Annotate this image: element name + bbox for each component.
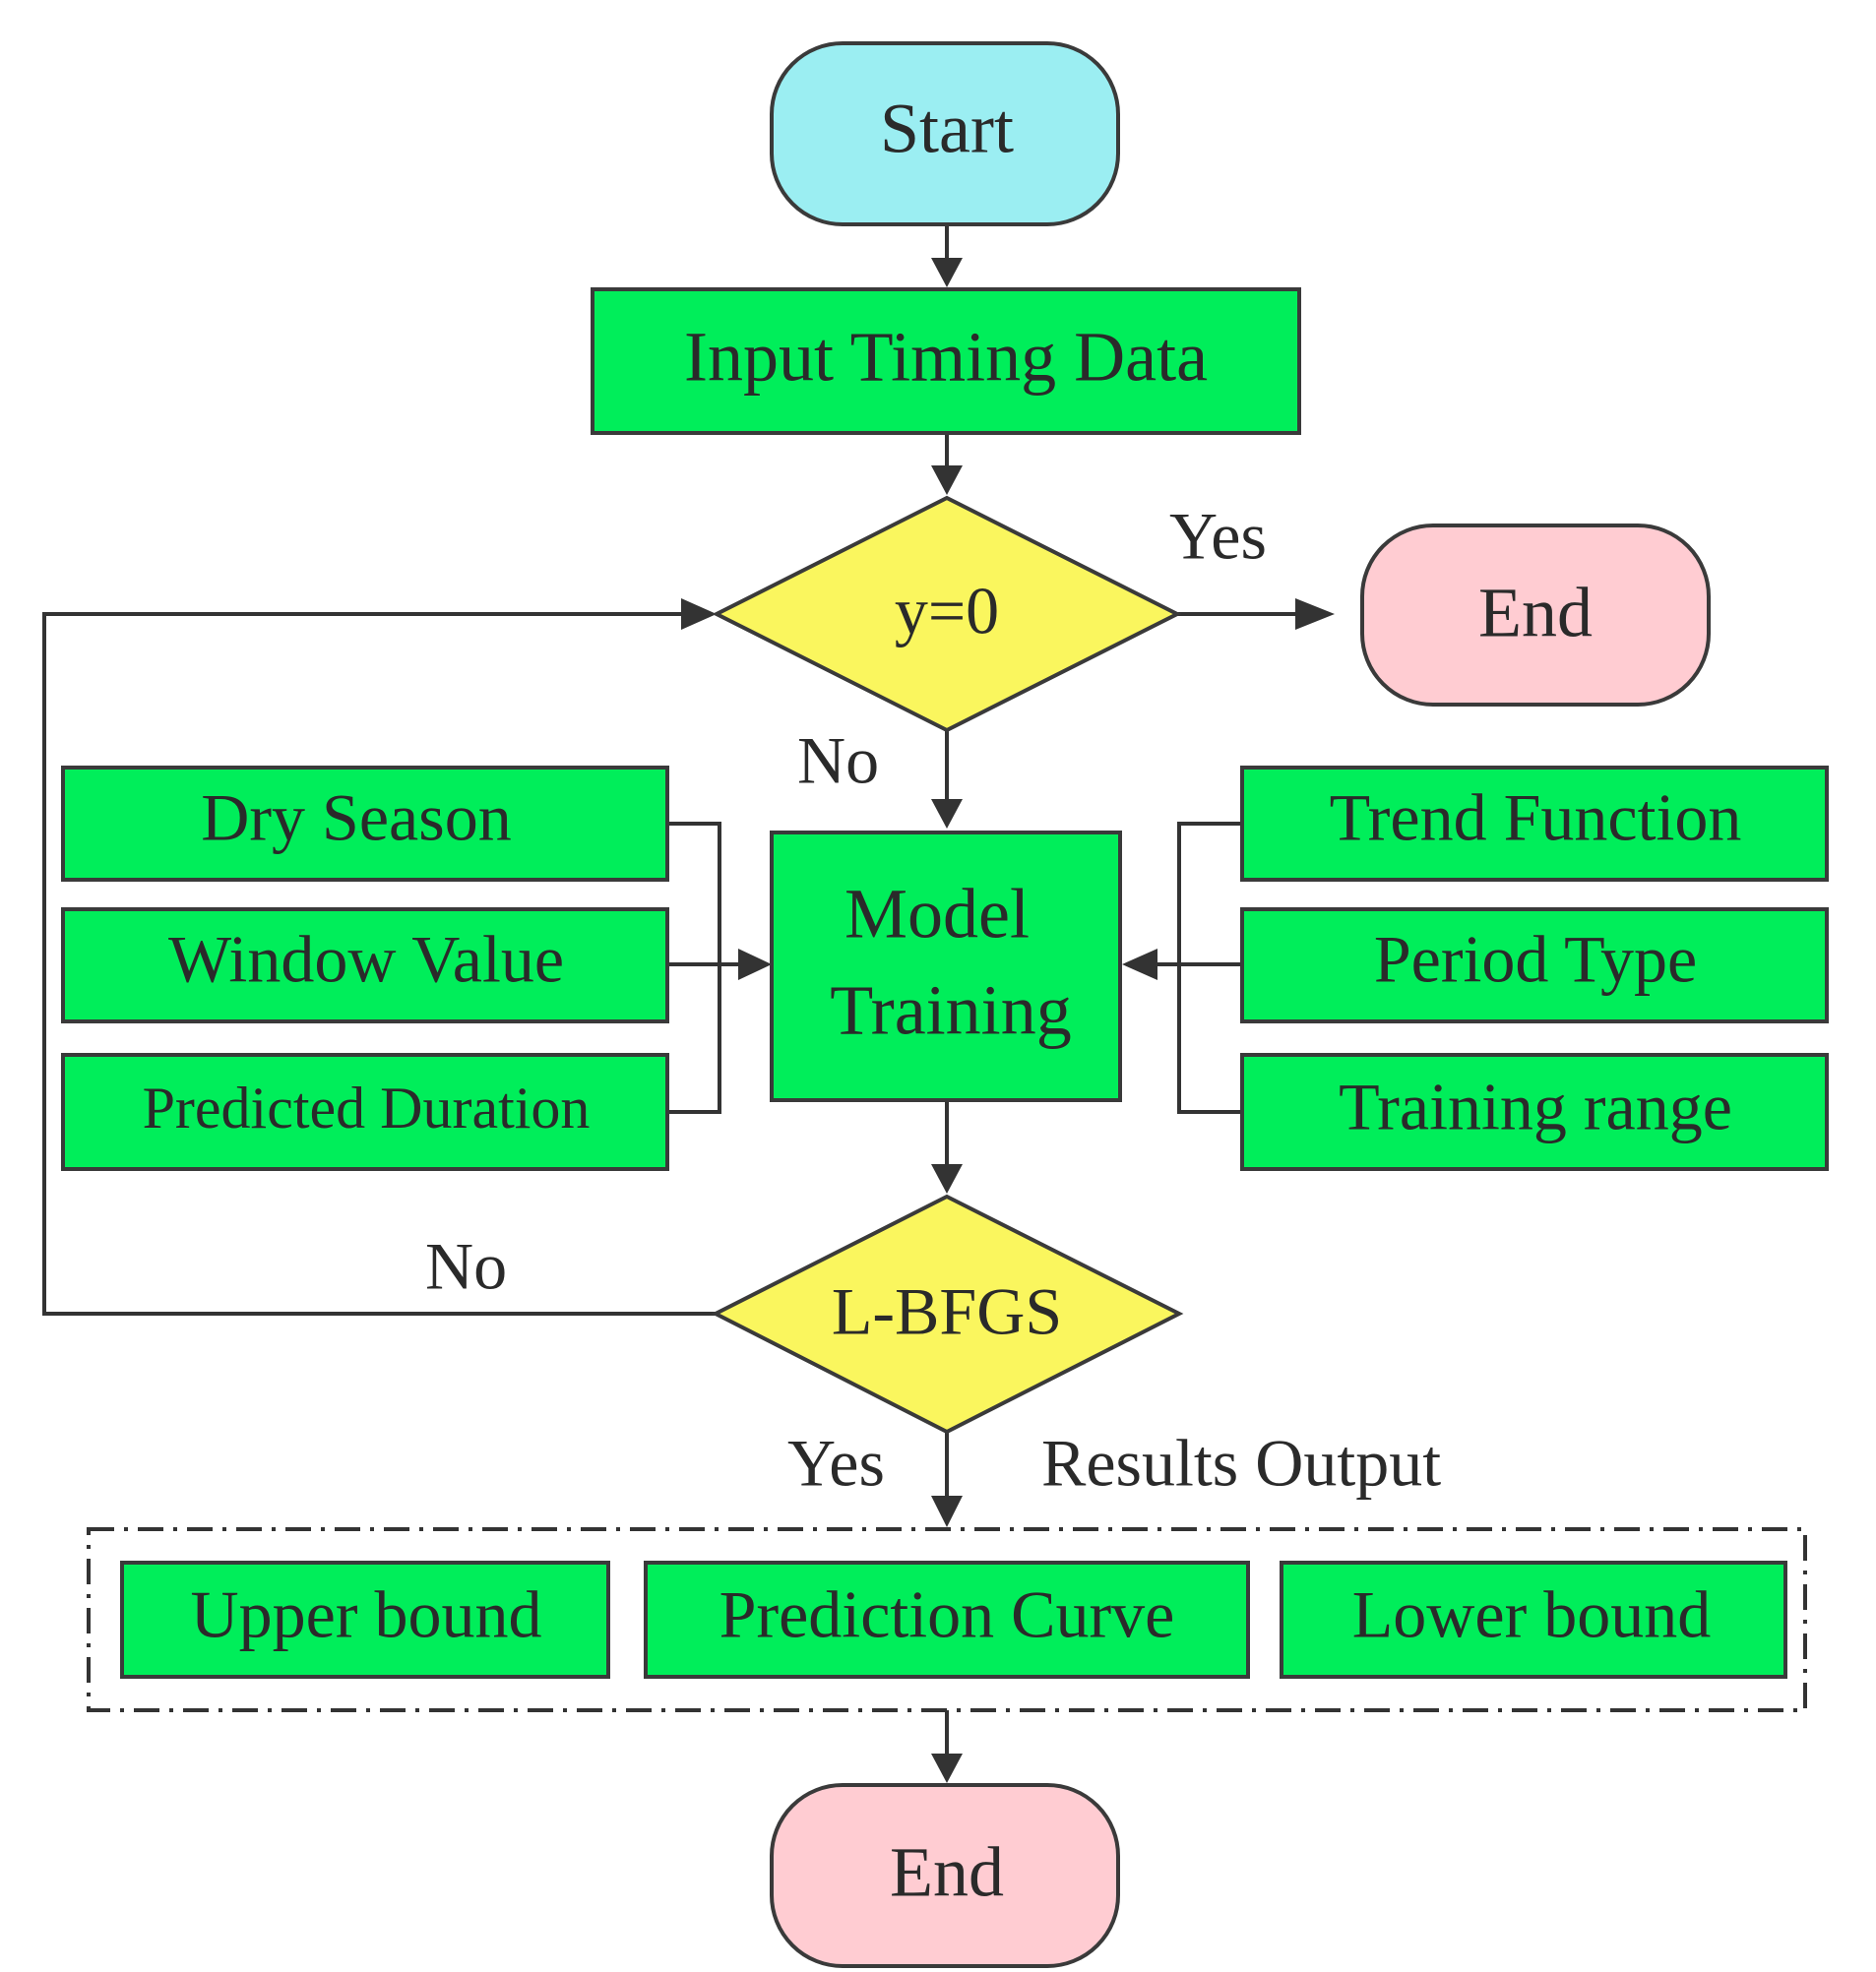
- trend-function-shape: [1240, 766, 1829, 882]
- decision2-no-label: No: [425, 1229, 507, 1304]
- end-top-label: End: [1478, 574, 1593, 652]
- window-value-label: Window Value: [168, 922, 564, 997]
- dry-season-label: Dry Season: [201, 780, 511, 855]
- results-group-border: [87, 1527, 1807, 1712]
- model-training-label-line2: Training: [830, 971, 1071, 1050]
- upper-bound-node: Upper bound: [120, 1561, 610, 1679]
- predicted-duration-node: Predicted Duration: [61, 1053, 669, 1171]
- model-training-label-line1: Model: [844, 875, 1030, 954]
- arrowhead-loop: [681, 598, 717, 630]
- period-type-node: Period Type: [1240, 907, 1829, 1023]
- prediction-curve-label: Prediction Curve: [719, 1577, 1175, 1652]
- decision1-node: y=0: [712, 495, 1182, 733]
- arrowhead-model-decision2: [931, 1164, 963, 1194]
- dry-season-node: Dry Season: [61, 766, 669, 882]
- end-bottom-shape: [770, 1783, 1120, 1968]
- start-label: Start: [880, 90, 1014, 168]
- lower-bound-node: Lower bound: [1280, 1561, 1787, 1679]
- lower-bound-shape: [1280, 1561, 1787, 1679]
- decision2-node: L-BFGS: [711, 1194, 1184, 1435]
- prediction-curve-node: Prediction Curve: [644, 1561, 1250, 1679]
- lower-bound-label: Lower bound: [1352, 1577, 1711, 1652]
- upper-bound-shape: [120, 1561, 610, 1679]
- prediction-curve-shape: [644, 1561, 1250, 1679]
- decision1-no-label: No: [797, 723, 879, 798]
- arrowhead-decision2-results: [931, 1496, 963, 1527]
- decision1-yes-label: Yes: [1169, 499, 1267, 574]
- trend-function-node: Trend Function: [1240, 766, 1829, 882]
- training-range-label: Training range: [1339, 1070, 1732, 1144]
- input-shape: [591, 287, 1301, 435]
- upper-bound-label: Upper bound: [191, 1577, 542, 1652]
- end-bottom-label: End: [890, 1833, 1004, 1912]
- results-output-label: Results Output: [1041, 1426, 1441, 1501]
- arrowhead-start-input: [931, 258, 963, 287]
- period-type-shape: [1240, 907, 1829, 1023]
- decision2-yes-label: Yes: [787, 1426, 885, 1501]
- dry-season-shape: [61, 766, 669, 882]
- arrowhead-decision1-model: [931, 799, 963, 829]
- decision1-label: y=0: [895, 574, 999, 648]
- arrowhead-input-decision1: [931, 465, 963, 495]
- predicted-duration-shape: [61, 1053, 669, 1171]
- training-range-node: Training range: [1240, 1053, 1829, 1171]
- start-node: Start: [770, 41, 1120, 226]
- edge-left-bracket: [666, 822, 721, 1114]
- edge-decision2-loop: [42, 612, 716, 1316]
- period-type-label: Period Type: [1374, 922, 1697, 997]
- arrowhead-right-inputs: [1122, 949, 1157, 980]
- start-shape: [770, 41, 1120, 226]
- end-bottom-node: End: [770, 1783, 1120, 1968]
- predicted-duration-label: Predicted Duration: [143, 1076, 591, 1140]
- trend-function-label: Trend Function: [1330, 780, 1742, 855]
- input-label: Input Timing Data: [684, 318, 1208, 397]
- window-value-shape: [61, 907, 669, 1023]
- input-node: Input Timing Data: [591, 287, 1301, 435]
- window-value-node: Window Value: [61, 907, 669, 1023]
- model-training-node: Model Training: [770, 831, 1122, 1102]
- edge-right-bracket: [1177, 822, 1242, 1114]
- arrowhead-results-end: [931, 1754, 963, 1783]
- arrowhead-decision1-end: [1295, 598, 1335, 630]
- connectors: [42, 224, 1335, 1783]
- end-top-shape: [1360, 524, 1711, 707]
- training-range-shape: [1240, 1053, 1829, 1171]
- decision2-label: L-BFGS: [832, 1274, 1062, 1349]
- end-top-node: End: [1360, 524, 1711, 707]
- decision1-shape: [712, 495, 1182, 733]
- arrowhead-left-inputs: [738, 949, 772, 980]
- model-training-shape: [770, 831, 1122, 1102]
- decision2-shape: [711, 1194, 1184, 1435]
- results-group: Upper bound Prediction Curve Lower bound: [87, 1527, 1807, 1712]
